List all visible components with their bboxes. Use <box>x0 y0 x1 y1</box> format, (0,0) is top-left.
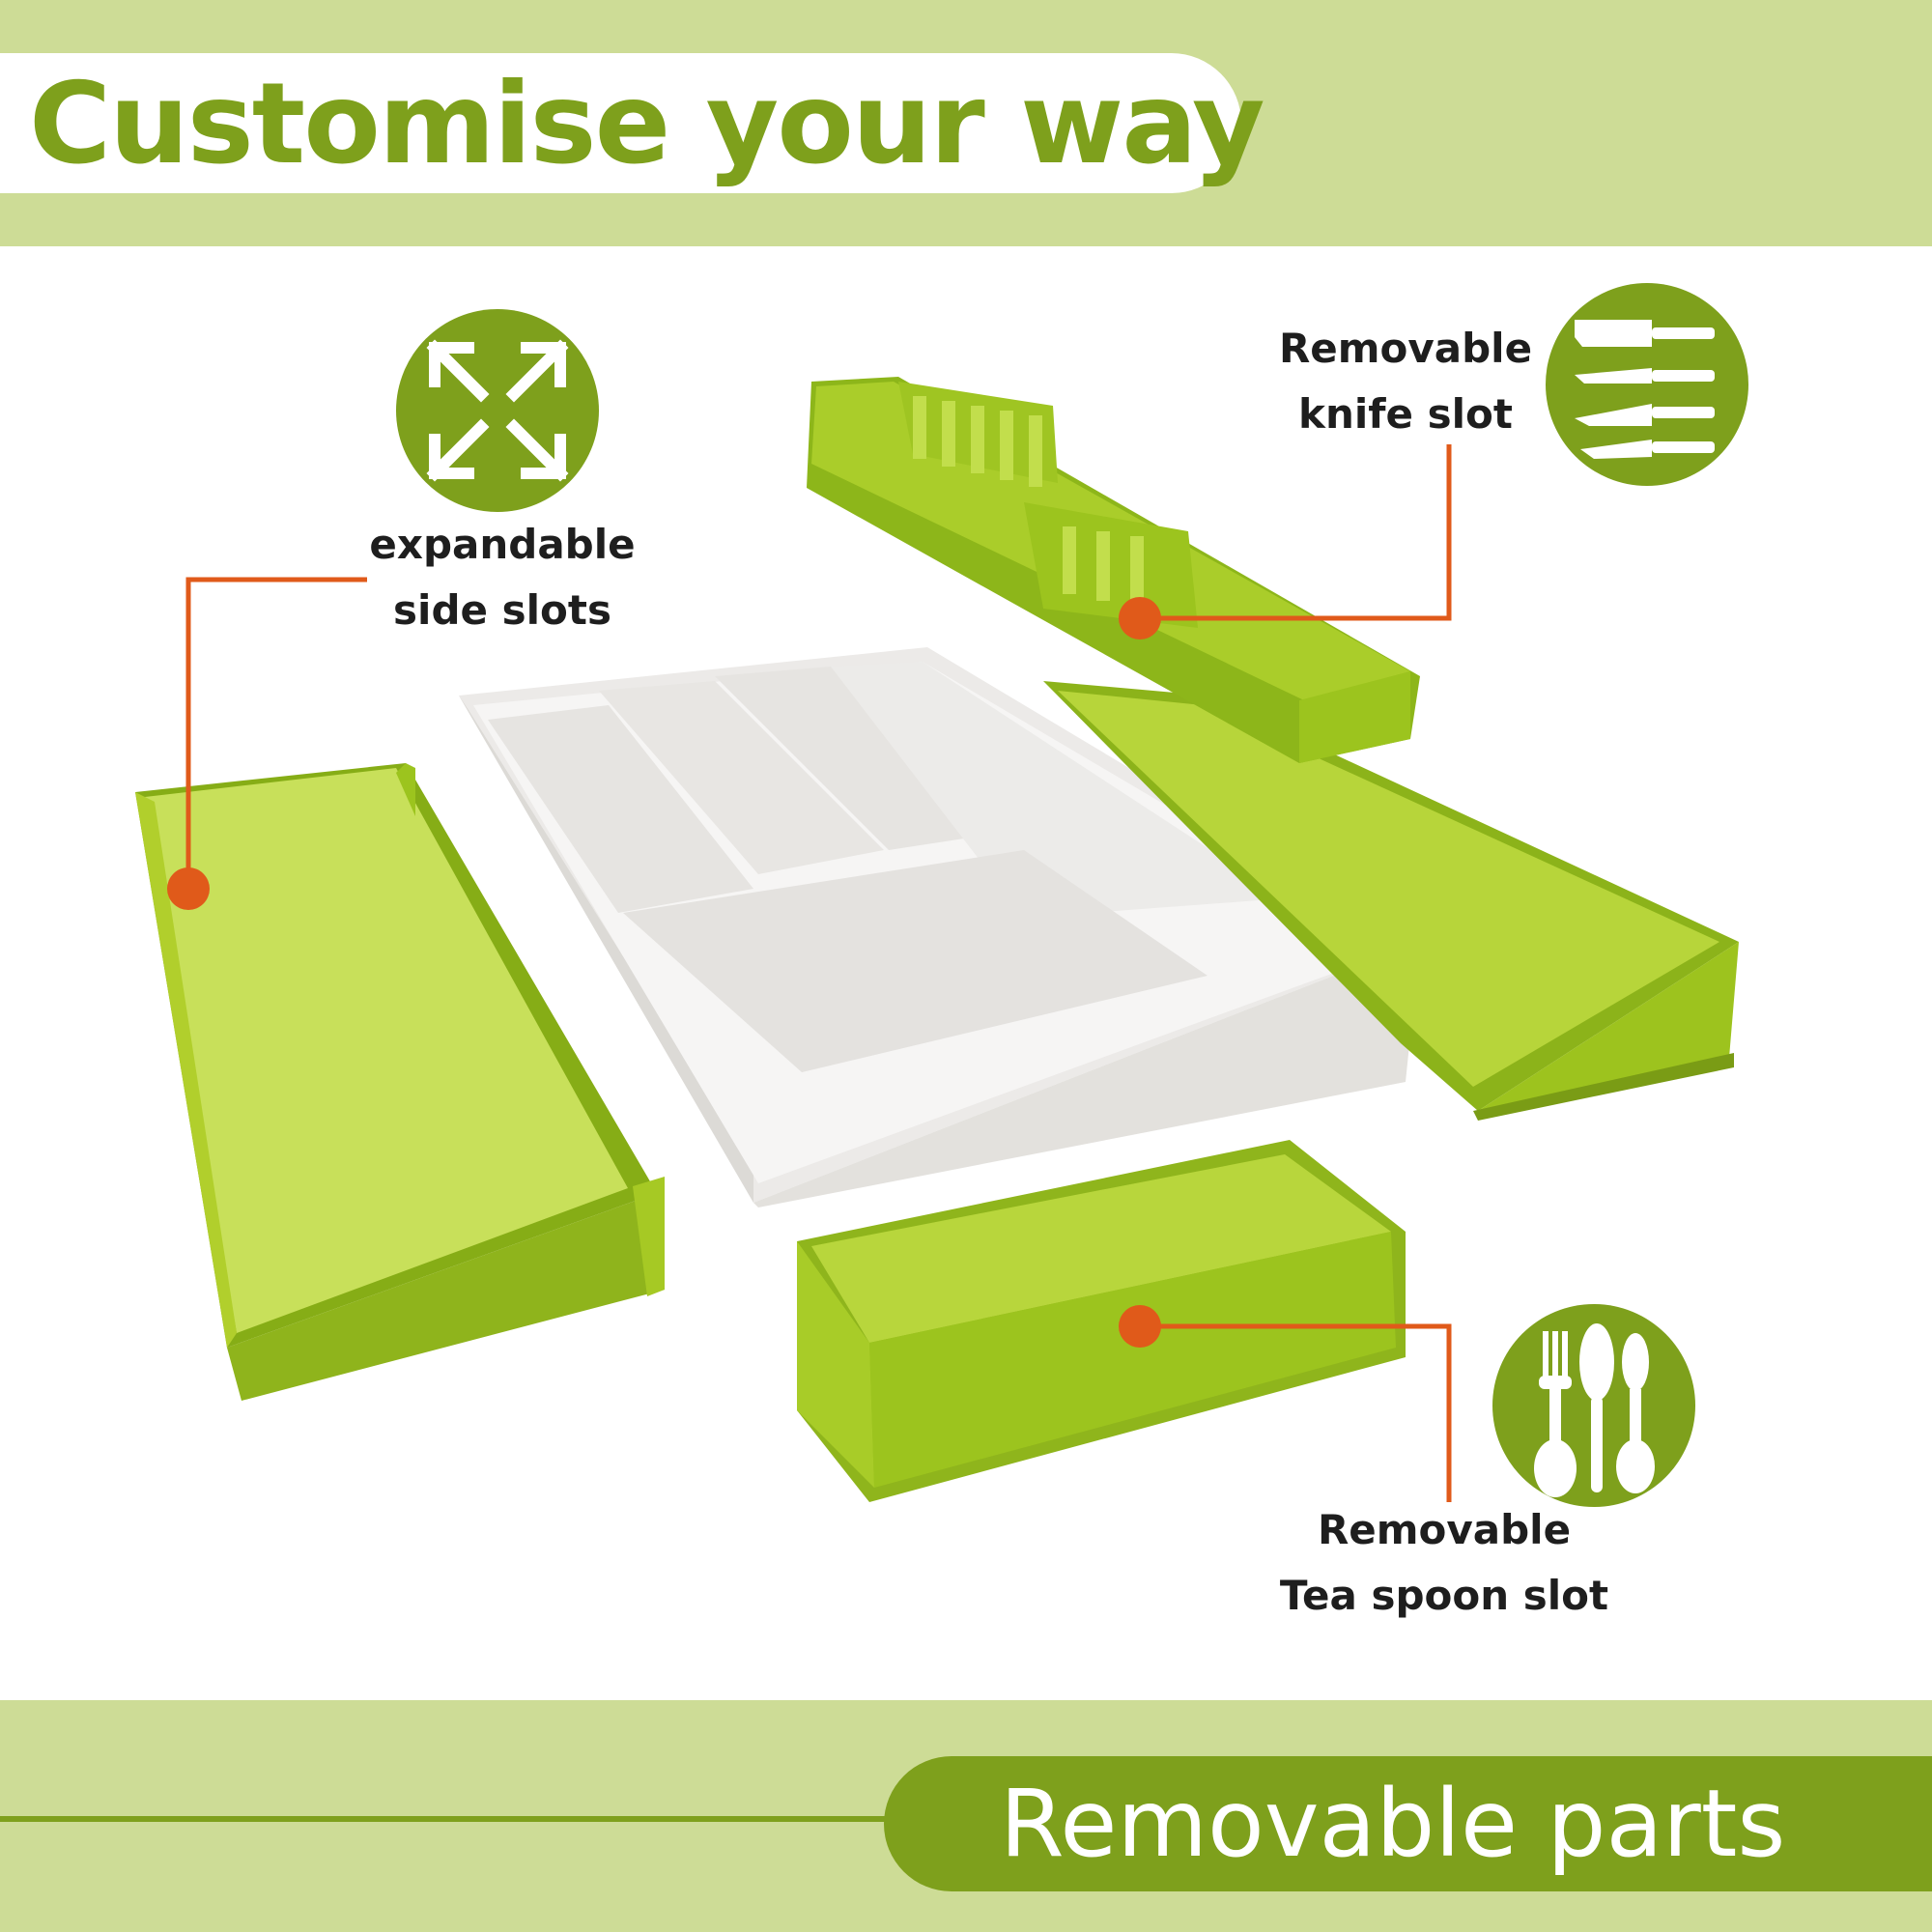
expand-arrows-icon <box>396 309 599 512</box>
left-side-tray <box>135 763 665 1401</box>
callout-label-teaspoon: Removable Tea spoon slot <box>1261 1497 1628 1629</box>
callout-label-line: knife slot <box>1298 390 1513 438</box>
footer-label: Removable parts <box>1000 1770 1786 1878</box>
callout-dot-expandable <box>167 867 210 910</box>
callout-label-line: Removable <box>1278 325 1533 372</box>
callout-label-line: Removable <box>1317 1506 1572 1553</box>
callout-dot-teaspoon <box>1119 1305 1161 1348</box>
callout-dot-knife <box>1119 597 1161 639</box>
footer-divider-line <box>0 1816 908 1822</box>
callout-label-line: Tea spoon slot <box>1279 1572 1609 1619</box>
headline-pill <box>0 53 1241 193</box>
callout-label-expandable: expandable side slots <box>357 512 647 643</box>
teaspoon-tray <box>797 1140 1406 1502</box>
footer-pill <box>884 1756 1932 1891</box>
callout-lines <box>185 444 1452 1502</box>
main-tray <box>459 647 1420 1208</box>
callout-label-line: side slots <box>393 586 611 634</box>
callout-label-line: expandable <box>369 521 636 568</box>
cutlery-icon <box>1492 1304 1695 1507</box>
knives-icon <box>1546 283 1748 486</box>
callout-label-knife: Removable knife slot <box>1265 316 1546 447</box>
right-side-tray <box>1043 681 1739 1121</box>
page-title: Customise your way <box>29 59 1265 189</box>
